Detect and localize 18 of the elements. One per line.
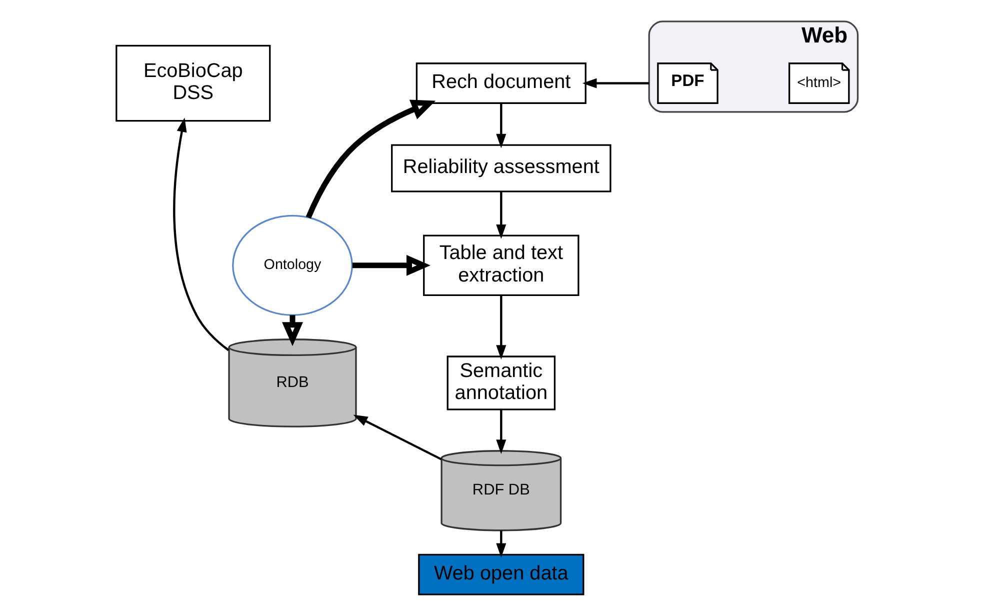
arrow [496, 295, 506, 360]
arrow [496, 192, 506, 239]
node-box: Semantic annotation [446, 356, 556, 410]
arrow [305, 100, 436, 219]
node-box: EcoBioCap DSS [115, 44, 270, 122]
node-box: Reliability assessment [390, 144, 611, 192]
arrow [496, 410, 506, 454]
arrow [496, 530, 506, 558]
arrow [496, 103, 506, 148]
node-box: Rech document [415, 62, 586, 104]
arrow [282, 315, 302, 346]
node-box: Table and text extraction [422, 234, 579, 296]
arrow [172, 118, 229, 352]
arrow [352, 254, 430, 276]
node-box: Web open data [418, 554, 584, 596]
node-ellipse: Ontology [232, 214, 352, 316]
arrow [352, 414, 442, 460]
arrow [582, 78, 649, 88]
